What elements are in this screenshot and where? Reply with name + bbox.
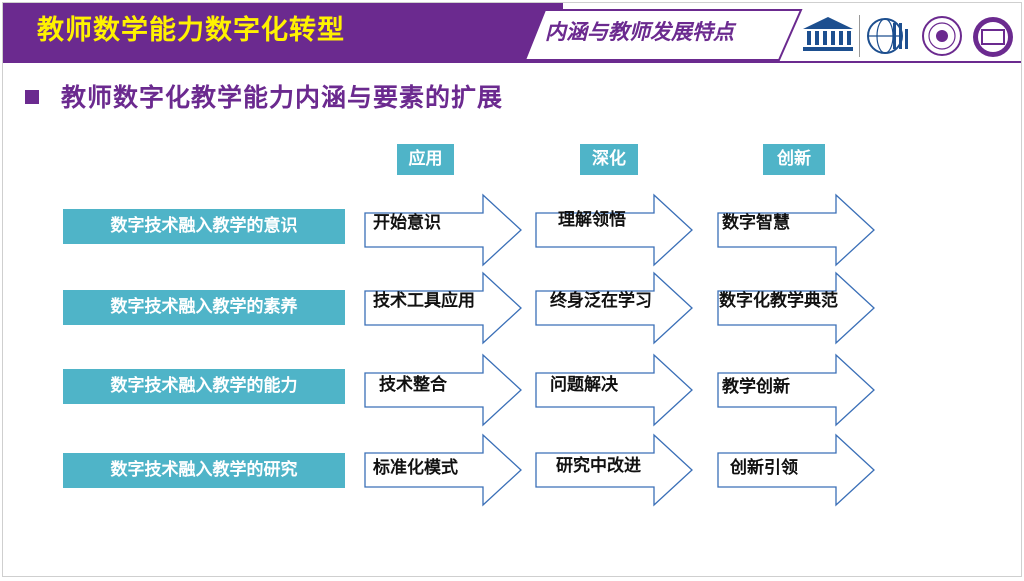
arrow-cell: 问题解决	[534, 353, 694, 427]
arrow-cell-text: 研究中改进	[556, 456, 641, 476]
header-band	[3, 3, 563, 61]
arrow-cell: 标准化模式	[363, 433, 523, 507]
arrow-cell-text: 技术整合	[379, 375, 447, 395]
header-divider	[3, 61, 1021, 63]
arrow-cell-text: 技术工具应用	[373, 291, 475, 311]
arrow-cell-text: 数字智慧	[722, 213, 790, 233]
arrow-cell-text: 终身泛在学习	[550, 291, 652, 311]
row-label-ability: 数字技术融入教学的能力	[63, 369, 345, 404]
header-tab-shape	[523, 9, 803, 61]
arrow-cell: 教学创新	[716, 353, 876, 427]
arrow-cell: 终身泛在学习	[534, 271, 694, 345]
university-seal-logo	[922, 16, 962, 56]
logo-divider	[859, 15, 860, 57]
row-label-research: 数字技术融入教学的研究	[63, 453, 345, 488]
iichei-logo	[867, 18, 908, 54]
section-bullet	[25, 90, 39, 104]
arrow-cell-text: 创新引领	[730, 458, 798, 478]
arrow-cell-text: 问题解决	[550, 375, 618, 395]
row-label-awareness: 数字技术融入教学的意识	[63, 209, 345, 244]
ioe-logo	[973, 17, 1013, 57]
arrow-cell-text: 教学创新	[722, 377, 790, 397]
arrow-cell: 创新引领	[716, 433, 876, 507]
arrow-cell: 研究中改进	[534, 433, 694, 507]
section-title: 教师数字化教学能力内涵与要素的扩展	[61, 83, 504, 112]
arrow-cell-text: 开始意识	[373, 213, 441, 233]
slide-title: 教师数学能力数字化转型	[37, 15, 345, 46]
arrow-cell-text: 理解领悟	[558, 210, 626, 230]
unesco-logo	[803, 17, 853, 51]
arrow-cell: 理解领悟	[534, 193, 694, 267]
arrow-cell: 数字化教学典范	[716, 271, 876, 345]
arrow-cell: 技术整合	[363, 353, 523, 427]
arrow-cell-text: 标准化模式	[373, 458, 458, 478]
column-header-apply: 应用	[397, 144, 454, 175]
arrow-cell: 数字智慧	[716, 193, 876, 267]
arrow-cell: 开始意识	[363, 193, 523, 267]
arrow-cell: 技术工具应用	[363, 271, 523, 345]
row-label-literacy: 数字技术融入教学的素养	[63, 290, 345, 325]
column-header-innovate: 创新	[763, 144, 825, 175]
header-tab-label: 内涵与教师发展特点	[545, 20, 734, 44]
column-header-deepen: 深化	[580, 144, 638, 175]
arrow-cell-text: 数字化教学典范	[719, 291, 838, 311]
